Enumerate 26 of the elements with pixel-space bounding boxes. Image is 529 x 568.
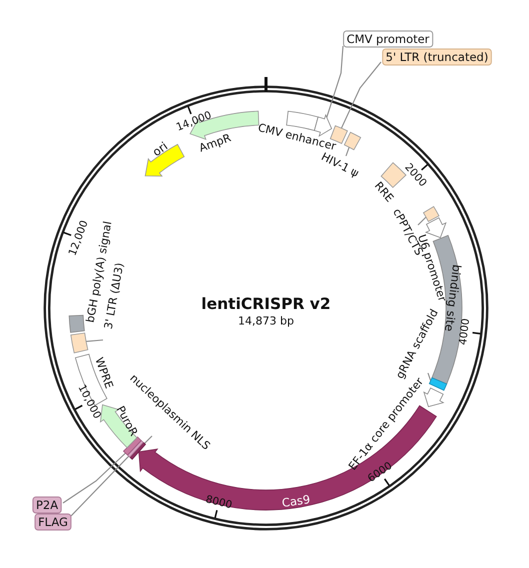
feature-label: CMV enhancer [256, 121, 338, 153]
leader-line [70, 456, 130, 516]
callout-label: FLAG [34, 514, 72, 530]
feature-box [70, 332, 88, 354]
feature-box [286, 110, 318, 131]
callout-label: CMV promoter [343, 30, 434, 48]
leader-line [62, 452, 126, 504]
leader-line [326, 46, 344, 120]
feature-box [423, 206, 440, 222]
feature-label: AmpR [197, 131, 233, 155]
plasmid-name: lentiCRISPR v2 [201, 295, 331, 313]
leader-line [418, 216, 426, 226]
callout-label: 5' LTR (truncated) [382, 48, 492, 66]
leader-line [427, 372, 432, 381]
leader-line [340, 62, 382, 128]
feature-box [68, 314, 85, 333]
feature-segment [424, 388, 444, 407]
leader-line [345, 147, 350, 156]
plasmid-size: 14,873 bp [238, 314, 294, 328]
callout-label: P2A [32, 496, 62, 514]
feature-box [344, 132, 362, 150]
feature-bar [123, 436, 142, 456]
leader-line [144, 436, 152, 444]
feature-bar [428, 377, 448, 391]
tick-label: 8000 [204, 493, 234, 512]
leader-line [86, 339, 104, 342]
